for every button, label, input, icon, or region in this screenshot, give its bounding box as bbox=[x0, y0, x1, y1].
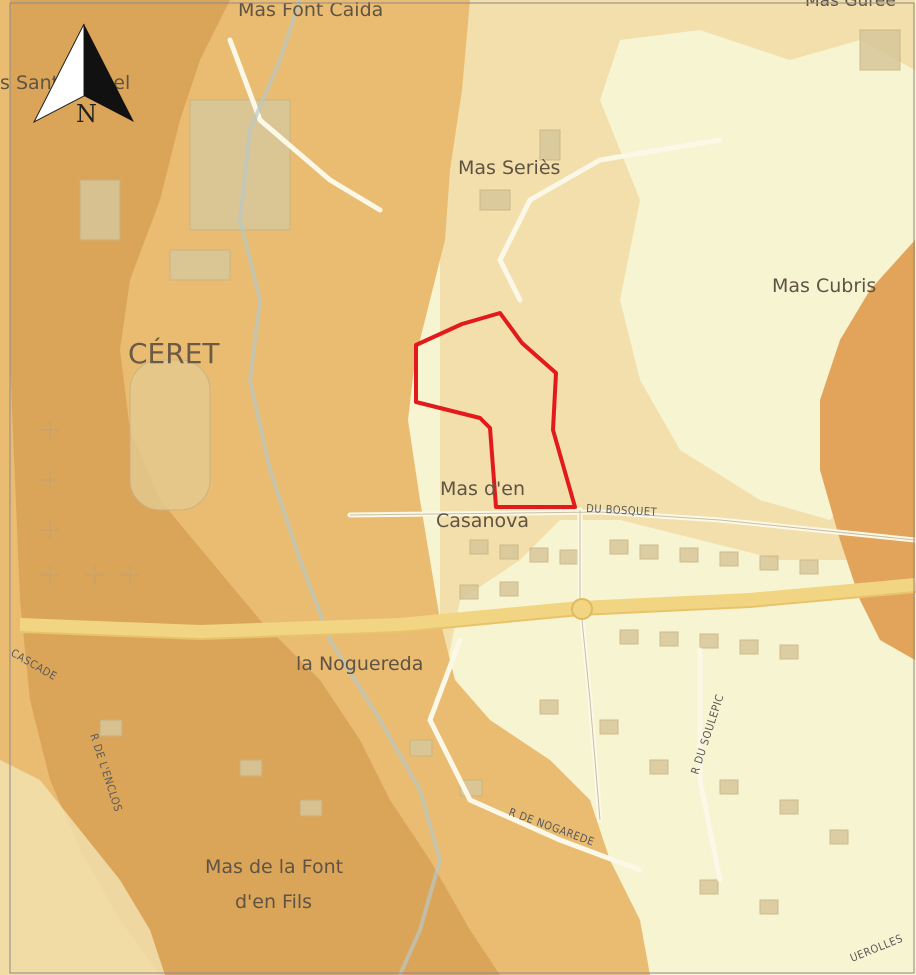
street-du-bosquet: DU BOSQUET bbox=[586, 502, 658, 519]
hazard-zone-right bbox=[820, 240, 915, 660]
label-mas-den-casanova-2: Casanova bbox=[436, 510, 529, 532]
study-area-outline[interactable] bbox=[414, 311, 577, 509]
minor-roads-outline bbox=[349, 510, 916, 821]
river bbox=[237, 0, 443, 975]
label-ceret: CÉRET bbox=[128, 336, 220, 370]
hazard-zone-dark bbox=[10, 0, 500, 975]
roundabout bbox=[571, 598, 593, 620]
label-mas-series: Mas Seriès bbox=[458, 157, 560, 179]
hazard-zone-light bbox=[440, 0, 915, 700]
hazard-zone-patch bbox=[0, 760, 165, 975]
label-mas-cubris: Mas Cubris bbox=[772, 275, 876, 297]
north-label: N bbox=[76, 100, 97, 128]
main-road-edge bbox=[19, 591, 916, 641]
label-mas-de-la-font-2: d'en Fils bbox=[235, 891, 312, 913]
label-mas-den-casanova-1: Mas d'en bbox=[440, 478, 525, 500]
cemetery-markers bbox=[40, 420, 140, 585]
label-mas-de-la-font-1: Mas de la Font bbox=[205, 856, 343, 878]
map-frame bbox=[9, 2, 915, 974]
label-mas-top-right: Mas Guree bbox=[805, 0, 896, 11]
label-mas-font-caida: Mas Font Caida bbox=[238, 0, 383, 21]
north-arrow-icon: N bbox=[32, 23, 134, 128]
main-road bbox=[19, 578, 916, 640]
label-la-noguereda: la Noguereda bbox=[296, 653, 423, 675]
